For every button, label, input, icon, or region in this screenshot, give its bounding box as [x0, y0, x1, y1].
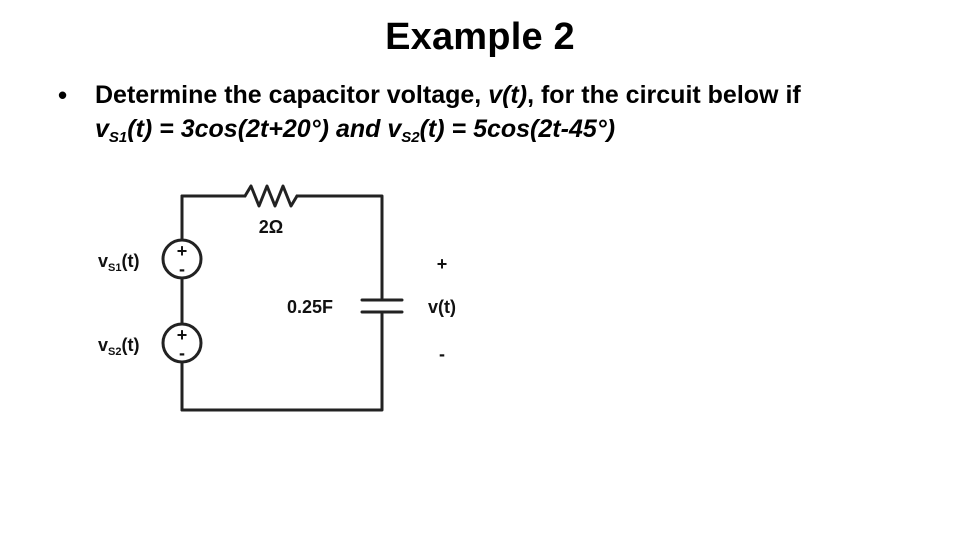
source1-label: vS1(t)	[98, 251, 139, 274]
source2-minus: -	[179, 343, 185, 363]
vs1-symbol: vS1(t) = 3cos(2t+20°) and	[95, 115, 388, 146]
capacitor-label: 0.25F	[287, 297, 333, 317]
source2-circle	[161, 322, 203, 364]
bullet-item: • Determine the capacitor voltage, v(t),…	[58, 78, 918, 155]
source2-plus: +	[177, 325, 188, 345]
source2-label: vS2(t)	[98, 335, 139, 358]
source1-minus: -	[179, 259, 185, 279]
bullet-text-part-1: Determine the capacitor voltage,	[95, 81, 489, 109]
wire-top-right	[295, 194, 384, 300]
bullet-dot: •	[58, 80, 68, 110]
vout-plus: +	[437, 254, 448, 274]
vt-italic: v(t)	[488, 81, 528, 109]
bullet-text: Determine the capacitor voltage, v(t), f…	[95, 78, 918, 155]
bullet-text-part-2: , for the circuit below if	[527, 81, 801, 109]
wire-right-bottom	[180, 312, 384, 412]
source1-plus: +	[177, 241, 188, 261]
vout-minus: -	[439, 344, 445, 364]
source1-circle	[161, 238, 203, 280]
resistor-zigzag	[243, 184, 299, 208]
vs2-symbol: vS2(t) = 5cos(2t-45°)	[387, 115, 616, 146]
resistor-label: 2Ω	[259, 217, 283, 237]
slide-title: Example 2	[385, 16, 575, 58]
circuit-diagram: + - + - vS1(t) vS2(t) 2Ω 0.25F + v(t) -	[98, 184, 456, 412]
vout-label: v(t)	[428, 297, 456, 317]
